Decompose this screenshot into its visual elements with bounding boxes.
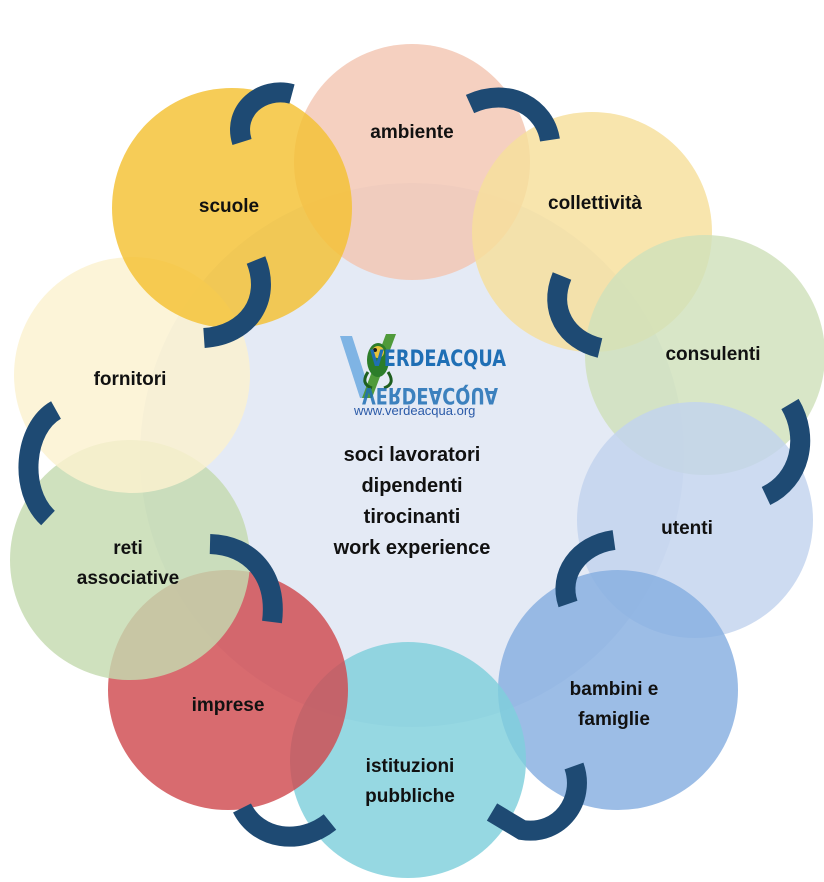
arrow-ambiente-collettivita: [465, 87, 560, 143]
node-label-bambini-2: famiglie: [578, 709, 650, 730]
logo-wordmark-reflection: VERDEACQUA: [362, 382, 498, 407]
node-label-scuole-1: scuole: [199, 196, 259, 217]
node-label-istituzioni-1: istituzioni: [366, 756, 455, 777]
node-circle-scuole: [112, 88, 352, 328]
logo-wordmark: VERDEACQUA: [370, 347, 506, 372]
arrow-fornitori-scuole: [202, 256, 271, 348]
logo-frog-icon: [340, 334, 396, 398]
node-circle-istituzioni: [290, 642, 526, 878]
node-label-fornitori-1: fornitori: [94, 369, 167, 390]
arrow-imprese-reti: [209, 534, 283, 624]
arrow-bambini-istituzioni: [486, 762, 587, 841]
center-line-3: tirocinanti: [364, 506, 461, 528]
node-label-bambini-1: bambini e: [570, 679, 659, 700]
node-label-reti-2: associative: [77, 568, 179, 589]
center-text-group: soci lavoratori dipendenti tirocinanti w…: [333, 444, 491, 559]
node-label-collettivita-1: collettività: [548, 193, 642, 214]
node-label-utenti-1: utenti: [661, 518, 713, 539]
node-circle-reti: [10, 440, 250, 680]
center-line-2: dipendenti: [361, 475, 462, 497]
arrow-istituzioni-imprese: [233, 802, 337, 847]
arrow-consulenti-utenti: [761, 398, 811, 506]
node-scuole: scuole: [112, 88, 352, 328]
node-label-consulenti-1: consulenti: [665, 344, 760, 365]
node-bambini: bambini e famiglie: [498, 570, 738, 810]
center-line-1: soci lavoratori: [344, 444, 481, 466]
center-line-4: work experience: [333, 537, 491, 559]
arrow-scuole-ambiente: [230, 82, 295, 145]
arrow-collettivita-consulenti: [547, 272, 603, 358]
node-label-ambiente-1: ambiente: [370, 122, 453, 143]
logo-url: www.verdeacqua.org: [353, 403, 475, 418]
node-label-reti-1: reti: [113, 538, 143, 559]
node-label-istituzioni-2: pubbliche: [365, 786, 455, 807]
arrows-group: [18, 82, 811, 847]
node-label-imprese-1: imprese: [192, 695, 265, 716]
logo: VERDEACQUA VERDEACQUA www.verdeacqua.org: [340, 334, 506, 418]
arrow-utenti-bambini: [555, 530, 616, 608]
arrow-reti-fornitori: [18, 401, 62, 526]
node-istituzioni: istituzioni pubbliche: [290, 642, 526, 878]
node-circle-bambini: [498, 570, 738, 810]
node-reti: reti associative: [10, 440, 250, 680]
nodes-group: ambiente collettività consulenti utenti bamb…: [10, 44, 824, 878]
